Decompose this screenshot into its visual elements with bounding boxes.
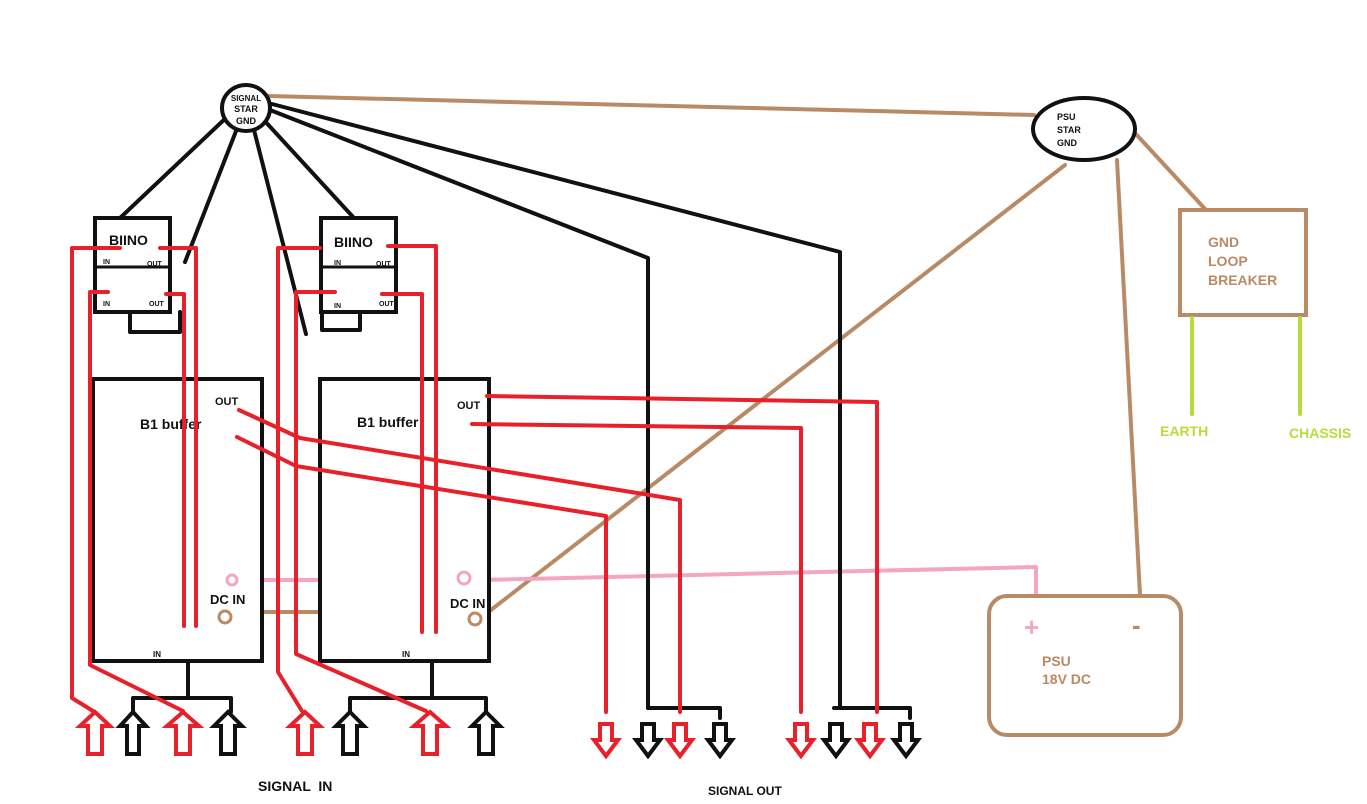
arrow-up-icon xyxy=(331,709,369,756)
arrow-down-icon xyxy=(820,722,852,760)
buffer-left-dcin: DC IN xyxy=(210,592,245,607)
signal-star-gnd-line2: STAR xyxy=(234,104,258,114)
biino-left-in1: IN xyxy=(103,259,110,266)
buffer-left-in: IN xyxy=(153,650,161,659)
gnd-loop-breaker-line2: LOOP xyxy=(1208,253,1248,269)
b1-buffer-left: B1 buffer OUT DC IN IN xyxy=(91,377,264,663)
psu-star-gnd: PSU STAR GND xyxy=(1031,96,1137,162)
gnd-loop-breaker: GND LOOP BREAKER xyxy=(1178,208,1308,317)
psu-minus: - xyxy=(1132,610,1141,640)
biino-right-in1: IN xyxy=(334,260,341,267)
arrow-up-icon xyxy=(209,709,247,756)
psu-label-line1: PSU xyxy=(1042,653,1071,669)
gnd-loop-breaker-line3: BREAKER xyxy=(1208,272,1277,288)
signal-star-gnd: SIGNAL STAR GND xyxy=(220,83,272,133)
arrow-up-icon xyxy=(408,709,452,756)
psu-label-line2: 18V DC xyxy=(1042,671,1091,687)
psu-plus: + xyxy=(1024,612,1039,642)
psu-star-gnd-line1: PSU xyxy=(1057,112,1076,122)
earth-wires xyxy=(1190,316,1302,416)
power-ground-wires xyxy=(224,94,1208,622)
arrow-down-icon xyxy=(664,722,696,760)
biino-right: BIINO IN OUT IN OUT xyxy=(319,216,398,314)
biino-right-out1: OUT xyxy=(376,261,392,268)
signal-out-arrows xyxy=(590,722,922,760)
signal-star-gnd-line1: SIGNAL xyxy=(231,94,261,103)
arrow-up-icon xyxy=(161,709,205,756)
biino-left-out1: OUT xyxy=(147,261,163,268)
biino-right-name: BIINO xyxy=(334,234,373,250)
buffer-left-name: B1 buffer xyxy=(140,416,202,432)
power-terminals xyxy=(217,570,483,627)
arrow-up-icon xyxy=(74,709,116,756)
signal-ground-wires xyxy=(118,102,912,720)
arrow-down-icon xyxy=(704,722,736,760)
arrow-down-icon xyxy=(854,722,886,760)
arrow-up-icon xyxy=(115,709,151,756)
arrow-up-icon xyxy=(467,709,505,756)
biino-left: BIINO IN OUT IN OUT xyxy=(93,216,172,314)
biino-left-in2: IN xyxy=(103,301,110,308)
signal-star-gnd-line3: GND xyxy=(236,116,257,126)
signal-in-label: SIGNAL IN xyxy=(258,778,332,794)
psu-star-gnd-line3: GND xyxy=(1057,138,1078,148)
buffer-right-dcin: DC IN xyxy=(450,596,485,611)
buffer-right-in: IN xyxy=(402,650,410,659)
signal-out-label: SIGNAL OUT xyxy=(708,784,782,798)
arrow-down-icon xyxy=(590,722,622,760)
arrow-down-icon xyxy=(632,722,664,760)
arrow-up-icon xyxy=(284,709,326,756)
chassis-label: CHASSIS xyxy=(1289,425,1351,441)
biino-right-in2: IN xyxy=(334,303,341,310)
signal-wires xyxy=(70,244,879,714)
b1-buffer-right: B1 buffer OUT DC IN IN xyxy=(318,377,491,663)
arrow-down-icon xyxy=(785,722,817,760)
gnd-loop-breaker-line1: GND xyxy=(1208,234,1239,250)
earth-label: EARTH xyxy=(1160,423,1208,439)
psu-star-gnd-line2: STAR xyxy=(1057,125,1081,135)
biino-left-out2: OUT xyxy=(149,301,165,308)
buffer-right-out: OUT xyxy=(457,400,481,412)
psu: + - PSU 18V DC xyxy=(987,594,1183,737)
biino-right-out2: OUT xyxy=(379,301,395,308)
arrow-down-icon xyxy=(890,722,922,760)
signal-in-arrows xyxy=(74,709,505,756)
buffer-left-out: OUT xyxy=(215,396,239,408)
buffer-right-name: B1 buffer xyxy=(357,414,419,430)
biino-left-name: BIINO xyxy=(109,232,148,248)
